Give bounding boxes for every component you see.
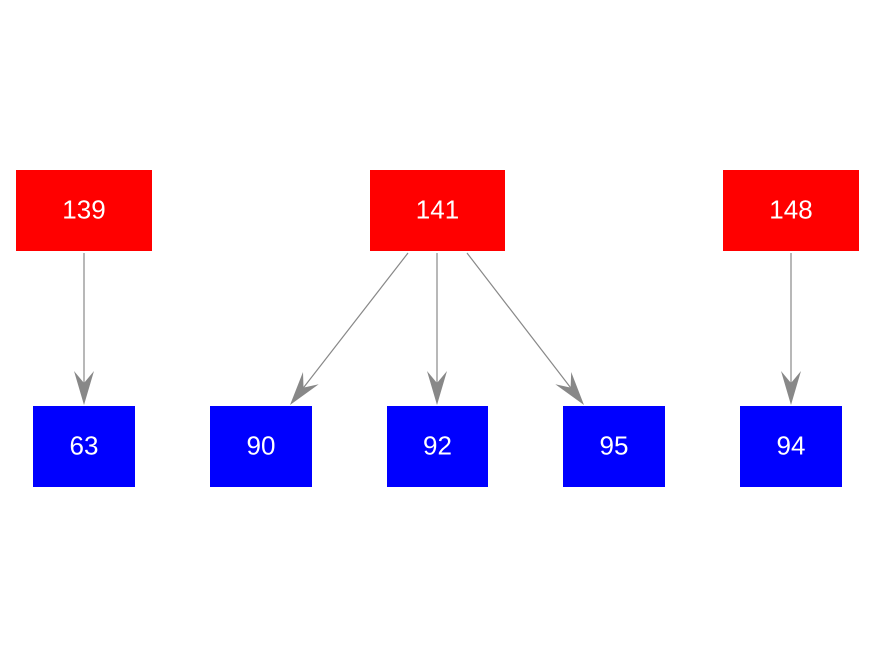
node-94: 94	[740, 406, 842, 487]
parent-node-box	[370, 170, 505, 251]
node-label: 90	[247, 430, 276, 460]
node-label: 95	[600, 430, 629, 460]
node-label: 94	[777, 430, 806, 460]
edge-141-90	[290, 252, 409, 405]
node-label: 148	[769, 194, 812, 224]
nodes: 139 141 148 63 90 92 95 94	[16, 170, 859, 487]
node-label: 139	[62, 194, 105, 224]
arrowhead	[74, 371, 94, 405]
node-92: 92	[387, 406, 488, 487]
edge-line	[301, 252, 409, 390]
child-node-box	[740, 406, 842, 487]
node-95: 95	[563, 406, 665, 487]
edge-139-63	[74, 253, 94, 405]
node-148: 148	[723, 170, 859, 251]
child-node-box	[563, 406, 665, 487]
arrowhead	[290, 372, 319, 405]
node-63: 63	[33, 406, 135, 487]
node-label: 141	[416, 194, 459, 224]
arrowhead	[781, 371, 801, 405]
edge-line	[466, 252, 573, 390]
node-139: 139	[16, 170, 152, 251]
child-node-box	[210, 406, 312, 487]
edges	[74, 252, 801, 405]
edge-148-94	[781, 253, 801, 405]
parent-node-box	[723, 170, 859, 251]
edge-141-92	[427, 253, 447, 405]
edge-141-95	[466, 252, 584, 405]
parent-node-box	[16, 170, 152, 251]
node-141: 141	[370, 170, 505, 251]
arrowhead	[555, 372, 584, 405]
arrowhead	[427, 371, 447, 405]
child-node-box	[387, 406, 488, 487]
node-90: 90	[210, 406, 312, 487]
node-label: 92	[423, 430, 452, 460]
node-label: 63	[70, 430, 99, 460]
child-node-box	[33, 406, 135, 487]
